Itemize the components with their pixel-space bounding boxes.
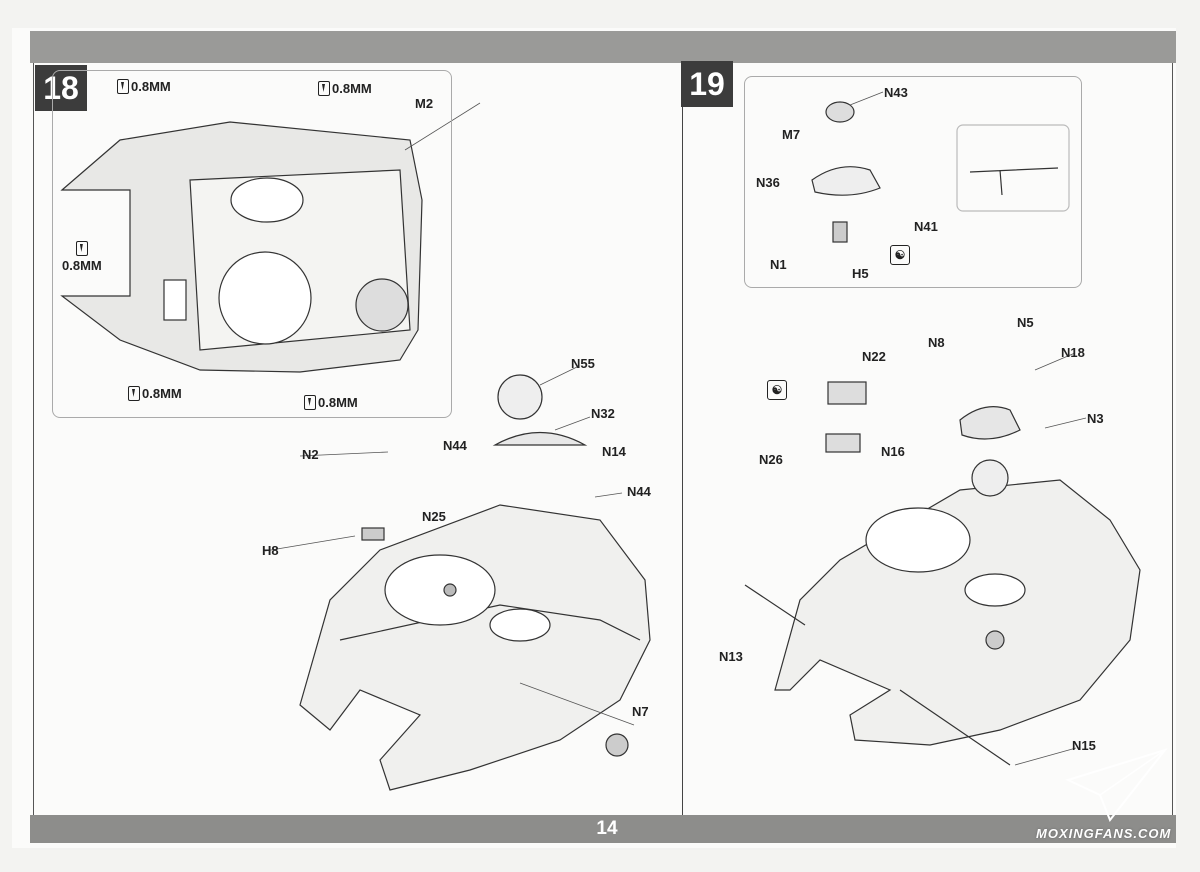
page-number: 14: [596, 818, 618, 839]
part-label: N15: [1072, 738, 1096, 753]
step-number-18: 18: [35, 65, 87, 111]
part-label: N44: [627, 484, 651, 499]
part-label: N14: [602, 444, 626, 459]
part-label: N43: [884, 85, 908, 100]
part-label: N22: [862, 349, 886, 364]
part-label: N2: [302, 447, 319, 462]
part-label: N25: [422, 509, 446, 524]
part-label: N5: [1017, 315, 1034, 330]
step18-inset-panel: [52, 70, 452, 418]
drill-icon: [128, 386, 140, 401]
drill-icon: [304, 395, 316, 410]
drill-callout: 0.8MM: [117, 79, 171, 94]
part-label: H8: [262, 543, 279, 558]
part-label: M2: [415, 96, 434, 111]
drill-callout: 0.8MM: [304, 395, 358, 410]
part-label: N41: [914, 219, 938, 234]
step-divider: [682, 63, 683, 815]
part-label: N16: [881, 444, 905, 459]
watermark-text: MOXINGFANS.COM: [1036, 826, 1172, 841]
part-label: N32: [591, 406, 615, 421]
part-label: N7: [632, 704, 649, 719]
part-label: N13: [719, 649, 743, 664]
drill-callout: 0.8MM: [62, 241, 102, 273]
step19-inset-panel: [744, 76, 1082, 288]
part-label: N55: [571, 356, 595, 371]
drill-icon: [117, 79, 129, 94]
part-label: H5: [852, 266, 869, 281]
drill-callout: 0.8MM: [318, 81, 372, 96]
drill-callout: 0.8MM: [128, 386, 182, 401]
glue-icon: ☯: [767, 380, 787, 400]
drill-icon: [75, 241, 88, 256]
page-border-left: [33, 63, 34, 815]
footer-band: [30, 815, 1176, 843]
header-band: [30, 31, 1176, 63]
page-border-right: [1172, 63, 1173, 815]
part-label: N8: [928, 335, 945, 350]
part-label: M7: [782, 127, 801, 142]
part-label: N3: [1087, 411, 1104, 426]
part-label: N18: [1061, 345, 1085, 360]
part-label: N44: [443, 438, 467, 453]
part-label: N26: [759, 452, 783, 467]
part-label: N1: [770, 257, 787, 272]
drill-icon: [318, 81, 330, 96]
part-label: N36: [756, 175, 780, 190]
glue-icon: ☯: [890, 245, 910, 265]
step-number-19: 19: [681, 61, 733, 107]
